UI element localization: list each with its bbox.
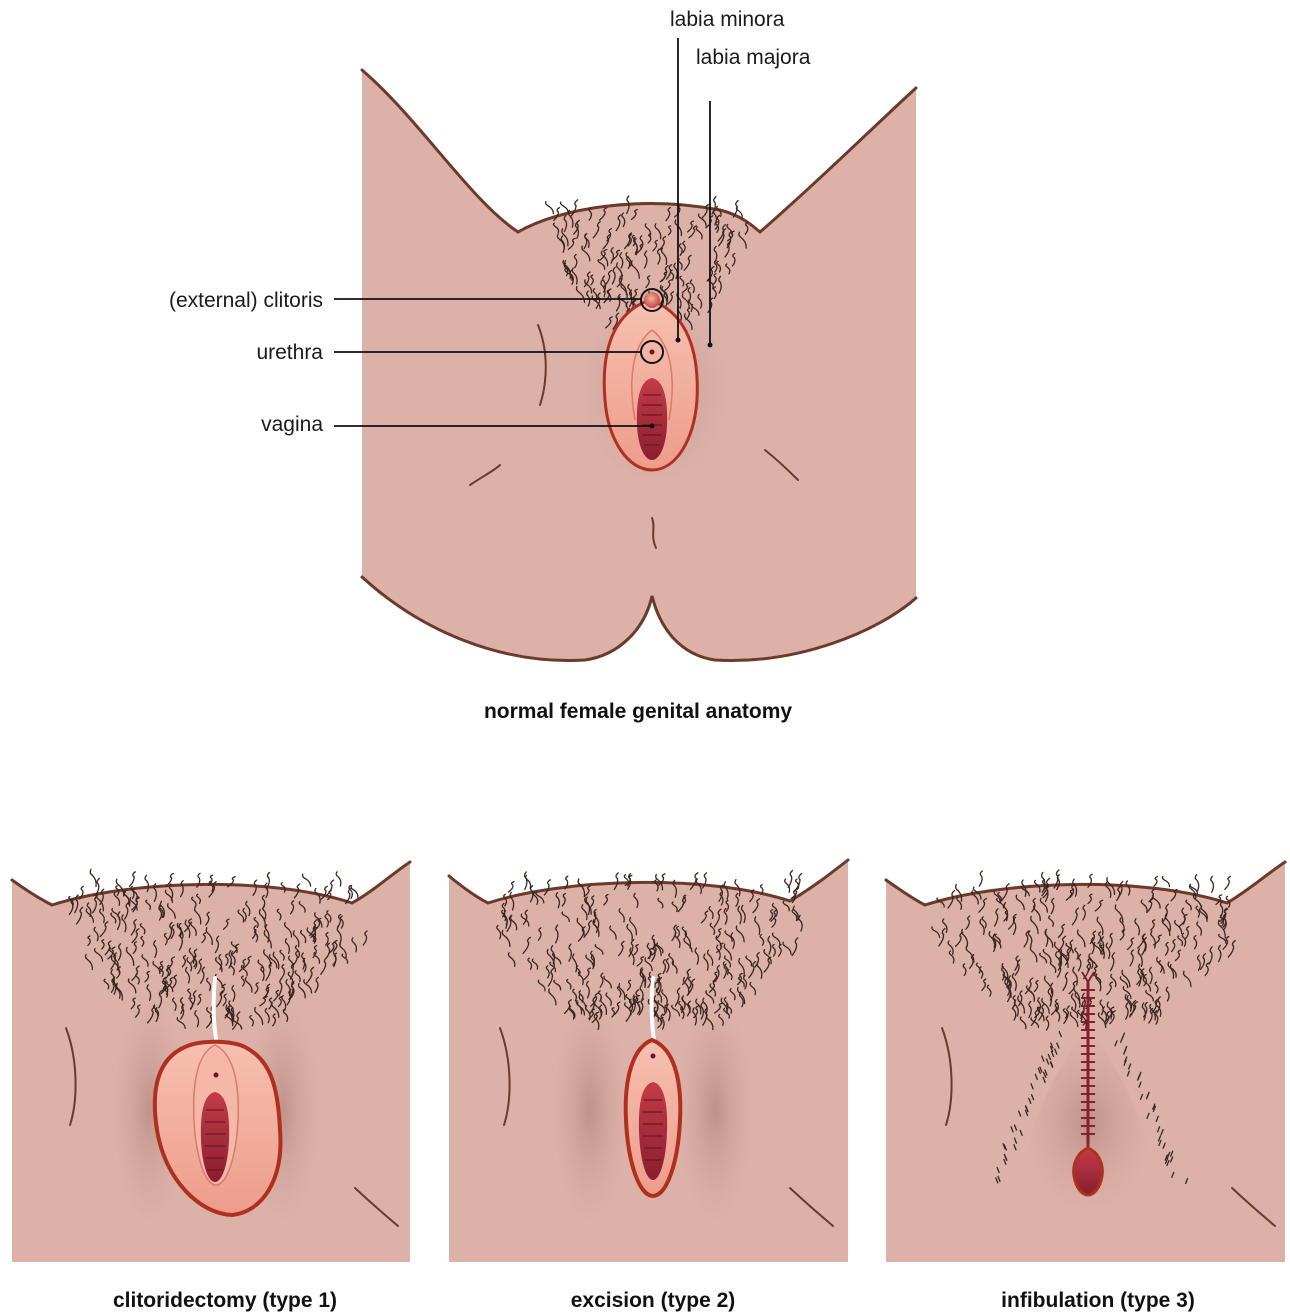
label-urethra: urethra	[256, 341, 323, 364]
panel3-caption: infibulation (type 3)	[1001, 1289, 1195, 1312]
leader-vagina-dot	[650, 424, 655, 429]
panel2-scar	[652, 978, 654, 1040]
label-labia-majora: labia majora	[696, 46, 811, 69]
main-illustration	[362, 70, 916, 660]
main-caption: normal female genital anatomy	[484, 700, 792, 723]
panel-excision	[449, 860, 848, 1262]
panel1-urethra	[214, 1073, 219, 1078]
main-vaginal-opening	[637, 378, 667, 460]
leader-labia-majora-dot	[708, 343, 713, 348]
panel-infibulation	[886, 862, 1285, 1262]
label-clitoris: (external) clitoris	[169, 289, 323, 312]
panel2-urethra	[651, 1054, 656, 1059]
label-labia-minora: labia minora	[670, 8, 785, 31]
main-clitoris	[644, 292, 660, 308]
panel2-caption: excision (type 2)	[571, 1289, 736, 1312]
panel2-left-shade	[552, 995, 628, 1225]
label-vagina: vagina	[261, 413, 323, 436]
panel1-caption: clitoridectomy (type 1)	[113, 1289, 337, 1312]
main-urethra	[650, 350, 655, 355]
panel-clitoridectomy	[12, 862, 410, 1262]
leader-labia-minora-dot	[676, 338, 681, 343]
panel3-opening	[1074, 1148, 1103, 1195]
panel2-right-shade	[677, 995, 753, 1225]
